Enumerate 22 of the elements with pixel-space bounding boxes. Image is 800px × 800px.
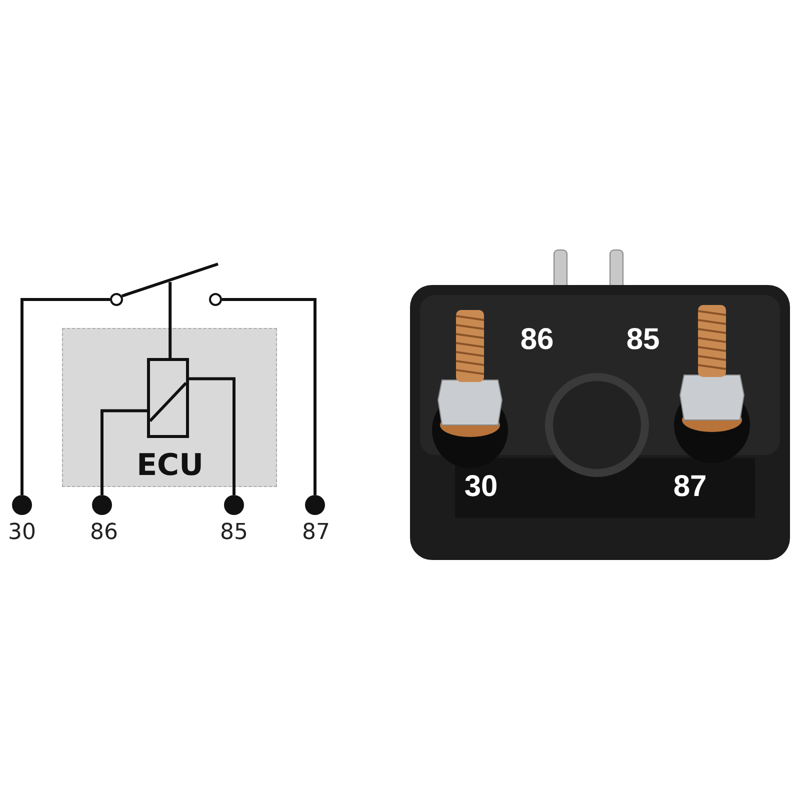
terminal-dot [92, 495, 112, 515]
wire [20, 298, 110, 495]
wire [189, 377, 236, 495]
wire [168, 282, 172, 358]
terminal-number: 85 [626, 325, 660, 355]
coil-symbol [147, 358, 189, 438]
wire [100, 409, 147, 495]
terminal-number: 86 [90, 522, 118, 544]
terminal-number: 86 [520, 325, 554, 355]
terminal-dot [12, 495, 32, 515]
terminal-number: 30 [8, 522, 36, 544]
terminal-number: 87 [302, 522, 330, 544]
terminal-dot [305, 495, 325, 515]
terminal-number: 30 [464, 472, 498, 502]
contact-circle [209, 293, 222, 306]
terminal-number: 87 [673, 472, 707, 502]
terminal-dot [224, 495, 244, 515]
terminal-number: 85 [220, 522, 248, 544]
wire [222, 298, 316, 495]
ecu-label: ECU [136, 451, 204, 481]
contact-circle [110, 293, 123, 306]
ecu-area [62, 328, 277, 487]
